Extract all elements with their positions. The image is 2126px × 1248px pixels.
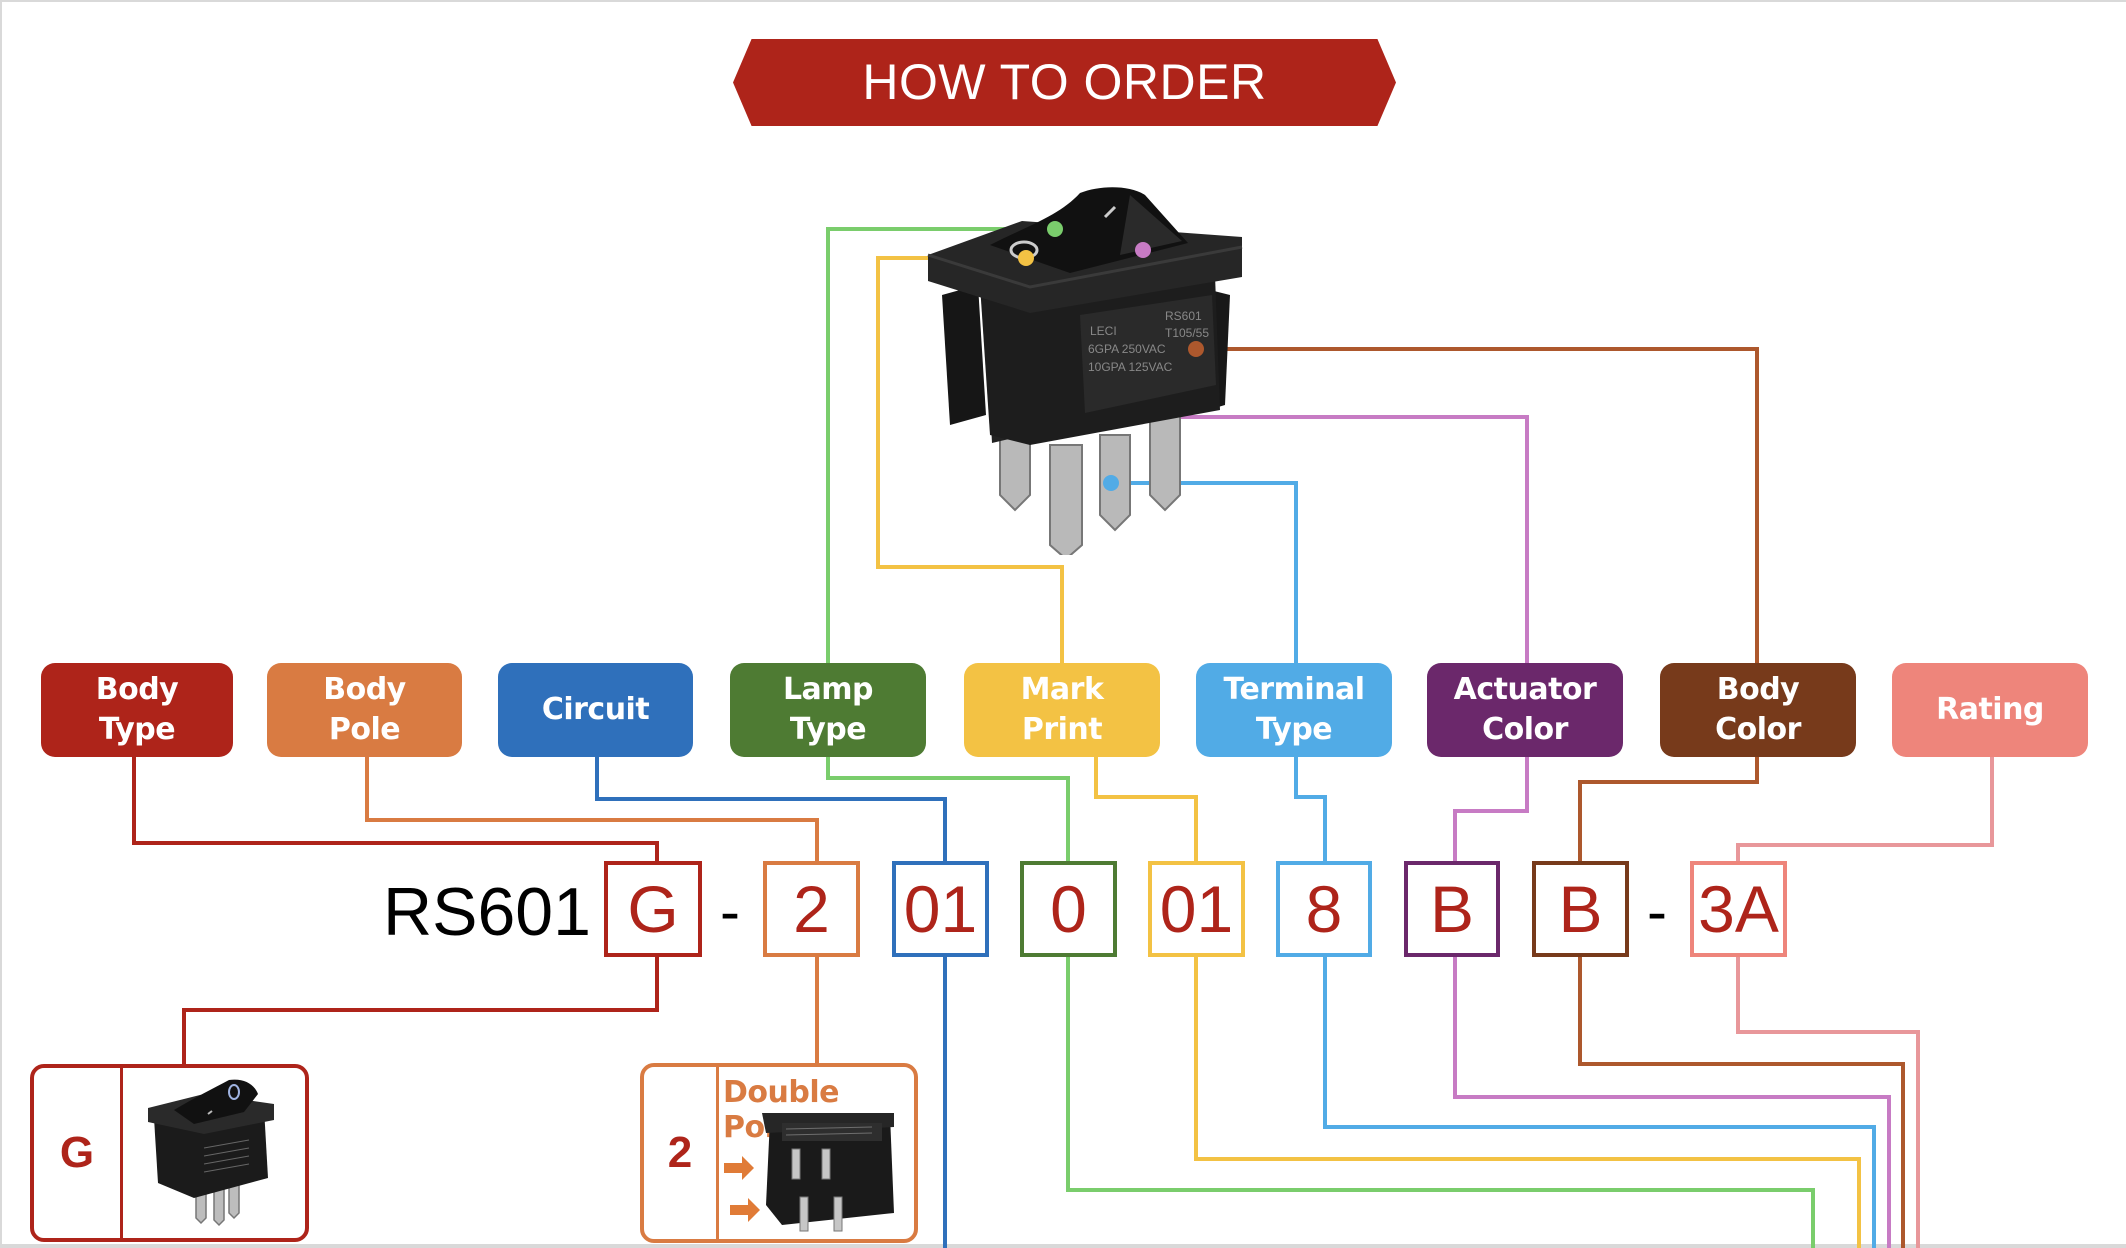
body-color-down-connector xyxy=(1578,957,1905,1248)
part-number-prefix: RS601 xyxy=(383,874,591,950)
option-code: 2 xyxy=(644,1067,719,1239)
option-body-pole-2: 2 Double Pole xyxy=(640,1063,918,1243)
circuit-connector xyxy=(595,757,947,861)
category-body-type: Body Type xyxy=(41,663,233,757)
on-symbol-icon xyxy=(1103,205,1117,219)
svg-text:6GPA 250VAC: 6GPA 250VAC xyxy=(1088,342,1166,356)
rocker-switch-product-image: LECI 6GPA 250VAC 10GPA 125VAC RS601 T105… xyxy=(927,187,1243,555)
category-actuator-color: Actuator Color xyxy=(1427,663,1623,757)
code-body-color: B xyxy=(1532,861,1629,957)
off-symbol-icon xyxy=(228,1084,240,1100)
category-body-pole: Body Pole xyxy=(267,663,462,757)
double-pole-switch-image xyxy=(724,1113,894,1232)
lamp-type-down-connector xyxy=(1066,957,1815,1248)
code-lamp-type: 0 xyxy=(1020,861,1117,957)
actuator-color-connector xyxy=(1453,757,1529,861)
actuator-color-down-connector xyxy=(1453,957,1891,1248)
body-type-connector xyxy=(132,757,659,861)
mark-print-dot xyxy=(1018,250,1034,266)
code-mark-print: 01 xyxy=(1148,861,1245,957)
rocker-switch-g-body-image xyxy=(148,1079,274,1227)
body-pole-connector xyxy=(365,757,819,861)
body-color-connector-top xyxy=(1196,347,1759,663)
how-to-order-banner: HOW TO ORDER xyxy=(733,39,1396,126)
option-body-type-g: G xyxy=(30,1064,309,1242)
arrow-icon xyxy=(724,1156,760,1222)
lamp-type-dot xyxy=(1047,221,1063,237)
code-terminal-type: 8 xyxy=(1276,861,1372,957)
category-body-color: Body Color xyxy=(1660,663,1856,757)
mark-print-connector xyxy=(1094,757,1198,861)
mark-print-connector-top xyxy=(876,256,1064,663)
category-terminal-type: Terminal Type xyxy=(1196,663,1392,757)
actuator-color-dot xyxy=(1135,242,1151,258)
code-actuator-color: B xyxy=(1404,861,1500,957)
terminal-type-connector xyxy=(1294,757,1327,861)
body-color-connector xyxy=(1578,757,1759,861)
category-lamp-type: Lamp Type xyxy=(730,663,926,757)
category-rating: Rating xyxy=(1892,663,2088,757)
lamp-type-connector xyxy=(826,757,1070,861)
mark-print-down-connector xyxy=(1194,957,1861,1248)
code-rating: 3A xyxy=(1690,861,1787,957)
lamp-type-connector-top xyxy=(826,227,1055,663)
on-symbol-icon xyxy=(207,1110,213,1115)
rating-down-connector xyxy=(1736,957,1920,1248)
terminal-type-down-connector xyxy=(1323,957,1876,1248)
svg-text:RS601: RS601 xyxy=(1165,309,1202,323)
code-body-type: G xyxy=(604,861,702,957)
body-type-option-connector xyxy=(182,957,659,1066)
part-number-separator-2: - xyxy=(1647,878,1667,945)
svg-text:T105/55: T105/55 xyxy=(1165,326,1209,340)
svg-text:10GPA 125VAC: 10GPA 125VAC xyxy=(1088,360,1173,374)
code-body-pole: 2 xyxy=(763,861,860,957)
body-color-dot xyxy=(1188,341,1204,357)
part-number-separator: - xyxy=(720,878,740,945)
option-code: G xyxy=(34,1068,123,1238)
code-circuit: 01 xyxy=(892,861,989,957)
category-mark-print: Mark Print xyxy=(964,663,1160,757)
rating-connector xyxy=(1736,757,1994,861)
category-circuit: Circuit xyxy=(498,663,693,757)
terminal-type-dot xyxy=(1103,475,1119,491)
svg-text:LECI: LECI xyxy=(1090,324,1117,338)
